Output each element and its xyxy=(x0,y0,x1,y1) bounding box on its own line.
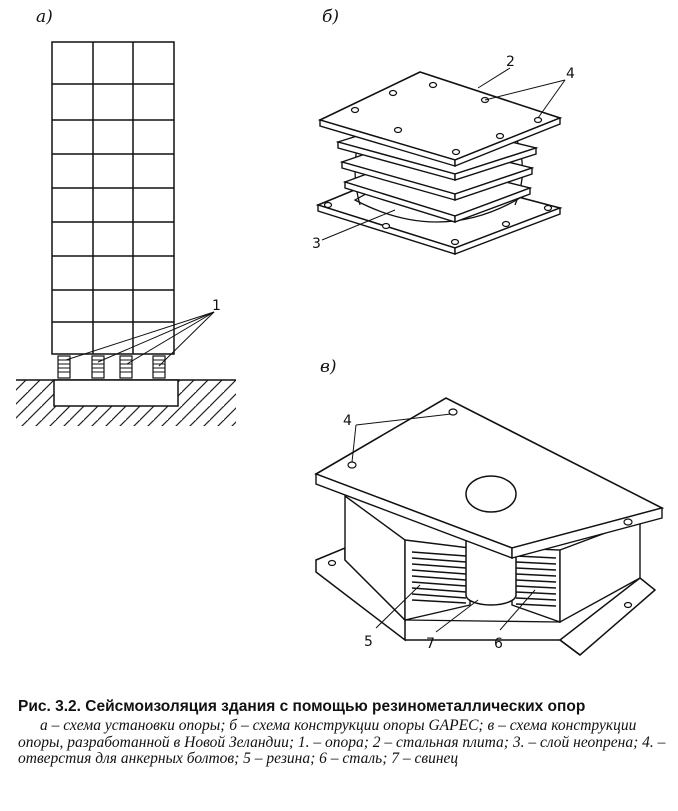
isolator-supports xyxy=(57,355,166,379)
panel-c-lead-rubber-bearing: в) xyxy=(314,357,665,656)
figure-caption: Рис. 3.2. Сейсмоизоляция здания с помощь… xyxy=(18,698,668,768)
callout-4-c: 4 xyxy=(343,413,352,429)
callout-7: 7 xyxy=(426,636,435,652)
callout-1: 1 xyxy=(212,298,221,314)
callout-5: 5 xyxy=(364,634,373,650)
callout-2: 2 xyxy=(506,54,515,70)
caption-title: Рис. 3.2. Сейсмоизоляция здания с помощь… xyxy=(18,698,586,715)
callout-3: 3 xyxy=(312,236,321,252)
panel-a-label: а) xyxy=(36,7,53,27)
figure-diagram: а) xyxy=(16,7,665,656)
callout-6: 6 xyxy=(494,636,503,652)
panel-a-building: а) xyxy=(16,7,236,426)
panel-c-label: в) xyxy=(320,357,337,377)
panel-b-label: б) xyxy=(322,7,339,27)
panel-b-gapec-bearing: б) xyxy=(312,7,575,256)
foundation-slab xyxy=(53,379,179,407)
caption-body: а – схема установки опоры; б – схема кон… xyxy=(18,717,666,767)
callout-4-b: 4 xyxy=(566,66,575,82)
